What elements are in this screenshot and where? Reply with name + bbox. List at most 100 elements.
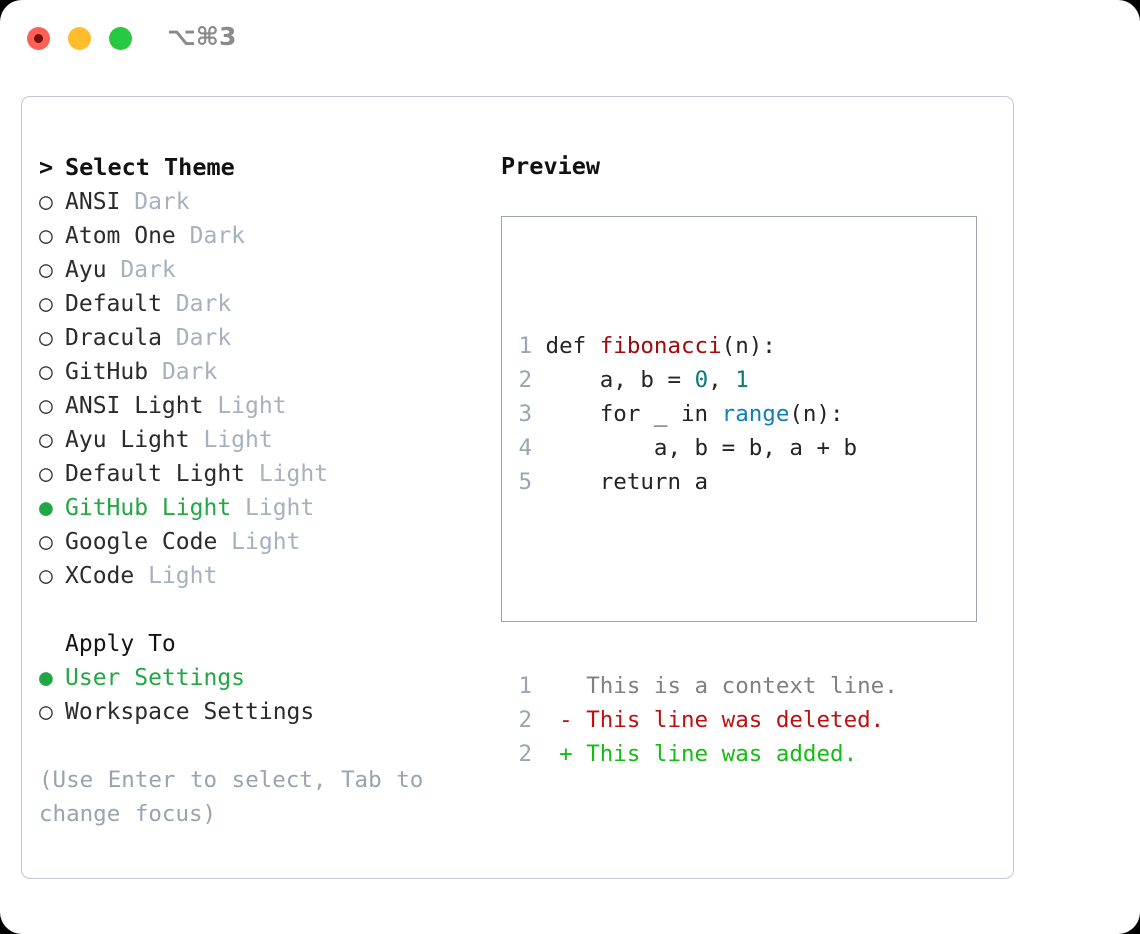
- theme-list-item[interactable]: ○ GitHub Dark: [39, 355, 479, 389]
- theme-list-item[interactable]: ○Default Dark: [39, 287, 479, 321]
- diff-line-context: 1 This is a context line.: [518, 669, 898, 703]
- gutter-space: [532, 435, 546, 461]
- theme-name: Ayu: [65, 257, 107, 283]
- zoom-window-button[interactable]: [109, 27, 132, 50]
- theme-list-item[interactable]: ○ ANSI Dark: [39, 185, 479, 219]
- radio-unselected-icon: ○: [39, 699, 53, 725]
- apply-to-label: User Settings: [65, 665, 246, 691]
- gutter-space: [532, 333, 546, 359]
- code-token-plain: def: [545, 333, 600, 359]
- close-window-button[interactable]: [27, 27, 50, 50]
- apply-to-list: ●User Settings ○ Workspace Settings: [39, 661, 479, 729]
- theme-list-item[interactable]: ○ Ayu Dark: [39, 253, 479, 287]
- code-token-plain: (n):: [789, 401, 844, 427]
- theme-kind-label: Light: [245, 461, 329, 487]
- radio-unselected-icon: ○: [39, 529, 53, 555]
- theme-list-item[interactable]: ○Dracula Dark: [39, 321, 479, 355]
- theme-list-item[interactable]: ○Default Light Light: [39, 457, 479, 491]
- theme-name: GitHub: [65, 359, 149, 385]
- line-number: 5: [518, 469, 532, 495]
- theme-name: Atom One: [65, 223, 176, 249]
- keyboard-hint-text: (Use Enter to select, Tab to change focu…: [39, 767, 424, 827]
- theme-name: XCode: [65, 563, 135, 589]
- code-spacer: [518, 567, 898, 601]
- gutter-space: [532, 469, 546, 495]
- theme-list-item[interactable]: ○ ANSI Light Light: [39, 389, 479, 423]
- theme-kind-label: Dark: [148, 359, 218, 385]
- radio-unselected-icon: ○: [39, 359, 53, 385]
- line-number: 2: [518, 741, 532, 767]
- radio-unselected-icon: ○: [39, 223, 53, 249]
- line-number: 3: [518, 401, 532, 427]
- diff-line-deleted: 2 - This line was deleted.: [518, 703, 898, 737]
- code-line: 1 def fibonacci(n):: [518, 329, 898, 363]
- line-number: 2: [518, 707, 532, 733]
- apply-to-option[interactable]: ○ Workspace Settings: [39, 695, 479, 729]
- radio-unselected-icon: ○: [39, 291, 53, 317]
- spacer: [39, 593, 479, 627]
- diff-block: 1 This is a context line.2 - This line w…: [518, 669, 898, 771]
- code-token-plain: a, b =: [545, 367, 695, 393]
- theme-kind-label: Dark: [106, 257, 176, 283]
- theme-list: ○ ANSI Dark ○ Atom One Dark ○ Ayu Dark ○Defaul…: [39, 185, 479, 593]
- radio-selected-icon: ●: [39, 495, 53, 521]
- radio-unselected-icon: ○: [39, 427, 53, 453]
- traffic-light-group: [27, 27, 132, 50]
- theme-list-item[interactable]: ○ Atom One Dark: [39, 219, 479, 253]
- code-token-plain: return a: [545, 469, 709, 495]
- code-line: 3 for _ in range(n):: [518, 397, 898, 431]
- preview-title: Preview: [501, 152, 601, 180]
- code-line: 5 return a: [518, 465, 898, 499]
- theme-selector-dialog: > Select Theme ○ANSI Dark○Atom One Dark○…: [21, 96, 1014, 879]
- apply-to-label: Workspace Settings: [65, 699, 315, 725]
- line-number: 4: [518, 435, 532, 461]
- radio-unselected-icon: ○: [39, 393, 53, 419]
- theme-kind-label: Dark: [120, 189, 190, 215]
- diff-marker: +: [532, 741, 587, 767]
- theme-list-panel: > Select Theme ○ANSI Dark○Atom One Dark○…: [39, 149, 479, 831]
- theme-list-item[interactable]: ○ XCode Light: [39, 559, 479, 593]
- apply-to-option[interactable]: ●User Settings: [39, 661, 479, 695]
- diff-line-added: 2 + This line was added.: [518, 737, 898, 771]
- minimize-window-button[interactable]: [68, 27, 91, 50]
- theme-kind-label: Light: [217, 529, 301, 555]
- radio-unselected-icon: ○: [39, 189, 53, 215]
- theme-list-item[interactable]: ● GitHub Light Light: [39, 491, 479, 525]
- diff-text: This is a context line.: [586, 673, 898, 699]
- diff-text: This line was added.: [586, 741, 858, 767]
- code-token-plain: a, b = b, a + b: [545, 435, 858, 461]
- theme-name: ANSI: [65, 189, 121, 215]
- theme-name: GitHub Light: [65, 495, 232, 521]
- radio-unselected-icon: ○: [39, 257, 53, 283]
- theme-name: Ayu Light: [65, 427, 190, 453]
- code-token-plain: (n):: [721, 333, 776, 359]
- radio-unselected-icon: ○: [39, 563, 53, 589]
- apply-to-header: Apply To: [65, 631, 176, 657]
- preview-panel: Preview 1 def fibonacci(n):2 a, b = 0, 1…: [501, 149, 991, 767]
- theme-kind-label: Light: [189, 427, 273, 453]
- theme-list-item[interactable]: ○ Ayu Light Light: [39, 423, 479, 457]
- title-bar: ⌥⌘3: [0, 0, 1140, 78]
- keyboard-shortcut-label: ⌥⌘3: [167, 22, 237, 51]
- theme-kind-label: Light: [203, 393, 287, 419]
- code-token-plain: for _ in: [545, 401, 722, 427]
- code-token-func: fibonacci: [599, 333, 722, 359]
- radio-unselected-icon: ○: [39, 325, 53, 351]
- theme-name: Dracula: [65, 325, 162, 351]
- page-title: Select Theme: [65, 153, 235, 181]
- code-token-plain: ,: [708, 367, 736, 393]
- caret-icon: >: [39, 153, 54, 181]
- theme-kind-label: Dark: [175, 223, 246, 249]
- diff-text: This line was deleted.: [586, 707, 885, 733]
- diff-marker: -: [532, 707, 587, 733]
- gutter-space: [532, 367, 546, 393]
- diff-marker: [532, 673, 586, 699]
- theme-list-item[interactable]: ○Google Code Light: [39, 525, 479, 559]
- code-line: 2 a, b = 0, 1: [518, 363, 898, 397]
- theme-kind-label: Light: [134, 563, 218, 589]
- theme-name: ANSI Light: [65, 393, 204, 419]
- theme-kind-label: Light: [231, 495, 315, 521]
